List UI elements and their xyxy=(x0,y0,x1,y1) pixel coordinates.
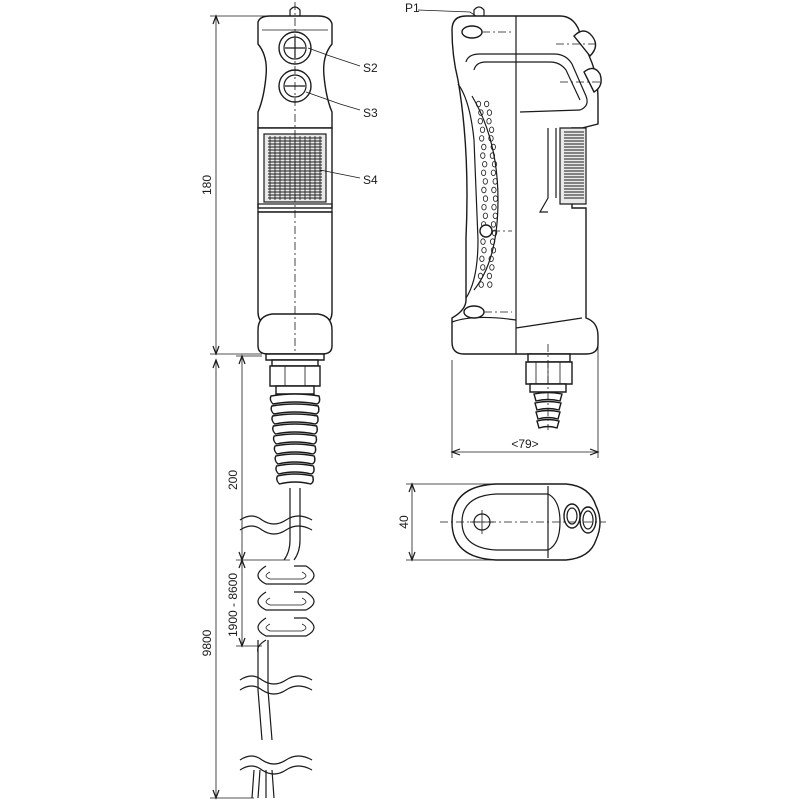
coil-loop-inner xyxy=(265,571,307,580)
dim-40: 40 xyxy=(397,515,411,529)
perforation-dot xyxy=(491,203,497,211)
perforation-dot xyxy=(491,160,498,168)
spring-turn xyxy=(270,403,320,415)
dimension-79 xyxy=(450,344,600,458)
perforation-dot xyxy=(481,246,487,254)
perforation-dot xyxy=(487,281,493,288)
perforation-dot xyxy=(486,117,492,125)
side-grip-ribs xyxy=(564,131,584,199)
perforation-dot xyxy=(490,169,496,176)
grip-perforations xyxy=(475,100,499,288)
dimension-40 xyxy=(406,482,496,562)
spring-turn xyxy=(273,443,317,455)
perforation-dot xyxy=(478,281,484,288)
perforation-dot xyxy=(486,109,492,116)
perforation-dot xyxy=(489,264,495,271)
coiled-cable xyxy=(257,565,315,653)
spring-turn xyxy=(269,393,321,405)
perforation-dot xyxy=(488,126,495,133)
coil-loop-inner xyxy=(265,597,307,606)
side-spring-turn xyxy=(534,400,562,411)
side-spring-turn xyxy=(536,418,560,429)
perforation-dot xyxy=(480,238,486,245)
label-s2: S2 xyxy=(363,61,378,75)
label-s4: S4 xyxy=(363,173,378,187)
leader-lines xyxy=(305,9,477,179)
perforation-dot xyxy=(475,100,482,108)
dim-1900-8600: 1900 - 8600 xyxy=(226,573,240,637)
perforation-dot xyxy=(490,221,497,228)
perforation-dot xyxy=(488,255,494,262)
coil-loop-inner xyxy=(265,623,307,632)
perforation-dot xyxy=(490,246,497,254)
perforation-dot xyxy=(482,178,488,185)
perforation-dot xyxy=(478,109,484,116)
spring-turn xyxy=(272,433,318,445)
perforation-dot xyxy=(482,160,488,168)
perforation-dot xyxy=(480,169,487,176)
perforation-dot xyxy=(491,229,498,237)
perforation-dot xyxy=(481,143,487,151)
perforation-dot xyxy=(482,212,488,219)
spring-turn xyxy=(275,463,315,475)
dim-200: 200 xyxy=(226,470,240,490)
perforation-dot xyxy=(489,152,495,159)
dim-180: 180 xyxy=(200,175,214,195)
label-p1: P1 xyxy=(405,1,420,15)
perforation-dot xyxy=(483,100,490,108)
perforation-dot xyxy=(486,272,492,280)
perforation-dot xyxy=(481,186,487,194)
perforation-dot xyxy=(479,255,485,262)
side-view xyxy=(451,6,602,430)
perforation-dot xyxy=(491,186,497,194)
coil-loop xyxy=(257,565,315,585)
front-view xyxy=(239,2,333,799)
strain-relief-spring xyxy=(269,393,321,485)
dim-79: <79> xyxy=(511,437,538,451)
perforation-dot xyxy=(480,152,486,159)
spring-turn xyxy=(272,423,318,435)
label-s3: S3 xyxy=(363,106,378,120)
bottom-view xyxy=(440,483,606,561)
perforation-dot xyxy=(489,238,496,245)
coil-loop xyxy=(257,617,315,637)
perforation-dot xyxy=(479,135,485,142)
perforation-dot xyxy=(488,135,494,142)
coil-loop xyxy=(257,591,315,611)
perforation-dot xyxy=(492,178,498,185)
perforation-dot xyxy=(492,212,498,219)
perforation-dot xyxy=(490,143,496,151)
perforation-dot xyxy=(477,272,484,280)
spring-turn xyxy=(274,453,316,465)
perforation-dot xyxy=(477,117,483,125)
perforation-dot xyxy=(482,195,489,202)
perforation-dot xyxy=(480,264,486,271)
perforation-dot xyxy=(479,126,486,133)
spring-turn xyxy=(276,473,314,485)
dimension-lines xyxy=(210,14,290,800)
perforation-dot xyxy=(492,195,499,202)
spring-turn xyxy=(271,413,319,425)
perforation-dot xyxy=(481,203,487,211)
dim-9800: 9800 xyxy=(200,629,214,656)
